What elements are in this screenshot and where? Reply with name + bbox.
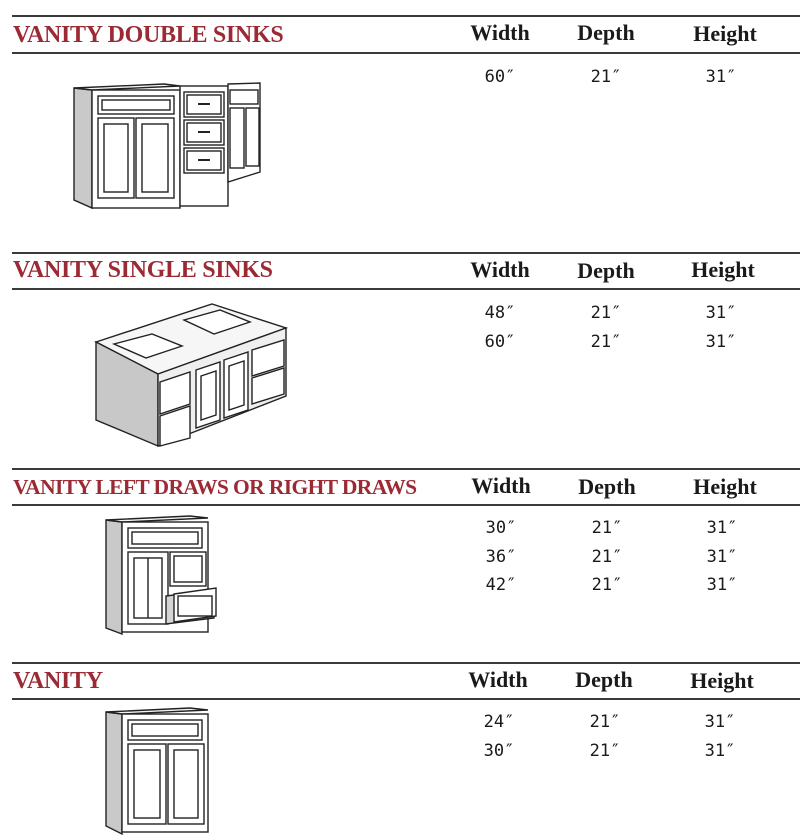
column-header-depth: Depth bbox=[577, 20, 635, 45]
column-header-height: Height bbox=[693, 21, 757, 46]
drawer-vanity-icon bbox=[105, 515, 217, 636]
section-single-sinks: VANITY SINGLE SINKS Width Depth Height 4… bbox=[0, 240, 800, 460]
section-left-right-draws: VANITY LEFT DRAWS OR RIGHT DRAWS Width D… bbox=[0, 460, 800, 660]
height-value: 31″ bbox=[705, 303, 737, 323]
depth-value: 21″ bbox=[589, 712, 621, 732]
width-value: 36″ bbox=[485, 547, 517, 567]
width-value: 48″ bbox=[484, 303, 516, 323]
header-rule bbox=[12, 698, 800, 700]
section-title: VANITY DOUBLE SINKS bbox=[13, 22, 284, 48]
width-value: 60″ bbox=[484, 332, 516, 352]
single-sink-vanity-icon bbox=[94, 303, 288, 448]
depth-value: 21″ bbox=[590, 67, 622, 87]
column-header-width: Width bbox=[468, 667, 528, 692]
height-value: 31″ bbox=[706, 547, 738, 567]
depth-value: 21″ bbox=[590, 303, 622, 323]
section-title: VANITY SINGLE SINKS bbox=[13, 257, 273, 283]
column-header-depth: Depth bbox=[577, 258, 635, 283]
section-title: VANITY bbox=[13, 668, 103, 694]
height-value: 31″ bbox=[706, 518, 738, 538]
top-rule bbox=[12, 468, 800, 470]
depth-value: 21″ bbox=[591, 547, 623, 567]
header-rule bbox=[12, 52, 800, 54]
section-vanity: VANITY Width Depth Height 24″ 21″ 31″ 30… bbox=[0, 650, 800, 836]
column-header-depth: Depth bbox=[578, 474, 636, 499]
height-value: 31″ bbox=[706, 575, 738, 595]
height-value: 31″ bbox=[704, 741, 736, 761]
column-header-height: Height bbox=[690, 668, 754, 693]
double-sink-vanity-icon bbox=[73, 82, 261, 210]
height-value: 31″ bbox=[704, 712, 736, 732]
depth-value: 21″ bbox=[591, 575, 623, 595]
width-value: 30″ bbox=[483, 741, 515, 761]
width-value: 30″ bbox=[485, 518, 517, 538]
column-header-width: Width bbox=[470, 20, 530, 45]
column-header-depth: Depth bbox=[575, 667, 633, 692]
header-rule bbox=[12, 504, 800, 506]
top-rule bbox=[12, 15, 800, 17]
top-rule bbox=[12, 252, 800, 254]
top-rule bbox=[12, 662, 800, 664]
width-value: 60″ bbox=[484, 67, 516, 87]
section-double-sinks: VANITY DOUBLE SINKS Width Depth Height 6… bbox=[0, 0, 800, 240]
column-header-height: Height bbox=[691, 257, 755, 282]
column-header-height: Height bbox=[693, 474, 757, 499]
width-value: 24″ bbox=[483, 712, 515, 732]
vanity-icon bbox=[105, 707, 209, 836]
depth-value: 21″ bbox=[590, 332, 622, 352]
height-value: 31″ bbox=[705, 67, 737, 87]
width-value: 42″ bbox=[485, 575, 517, 595]
depth-value: 21″ bbox=[591, 518, 623, 538]
header-rule bbox=[12, 288, 800, 290]
section-title: VANITY LEFT DRAWS OR RIGHT DRAWS bbox=[13, 475, 417, 499]
depth-value: 21″ bbox=[589, 741, 621, 761]
height-value: 31″ bbox=[705, 332, 737, 352]
column-header-width: Width bbox=[471, 473, 531, 498]
column-header-width: Width bbox=[470, 257, 530, 282]
